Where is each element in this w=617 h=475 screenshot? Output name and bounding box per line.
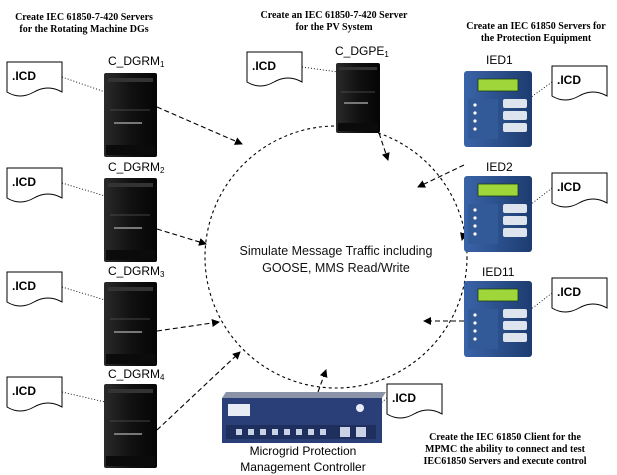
header-pv-system: Create an IEC 61850-7-420 Server for the… [244,10,424,34]
header-client: Create the IEC 61850 Client for the MPMC… [398,432,612,468]
controller-label-line: Management Controller [240,460,366,474]
ied-label-1: IED1 [486,53,513,67]
header-line: for the PV System [295,22,373,33]
simulation-caption: Simulate Message Traffic including GOOSE… [226,243,446,277]
header-line: Create the IEC 61850 Client for the [429,432,581,443]
icd-file-dgrm1: .ICD [6,61,63,97]
header-line: Create an IEC 61850-7-420 Server [260,10,408,21]
icd-label: .ICD [12,69,36,83]
icd-file-dgpe: .ICD [246,51,303,87]
traffic-arrows [156,106,468,431]
relay-ied1 [464,71,532,147]
icd-label: .ICD [557,73,581,87]
icd-file-ied11: .ICD [551,277,608,313]
computer-label-dgpe: C_DGPE1 [335,44,389,59]
icd-file-ied2: .ICD [551,172,608,208]
caption-line: Simulate Message Traffic including [239,244,433,258]
computer-tower-dgrm1 [104,73,157,157]
icd-file-ied1: .ICD [551,65,608,101]
icd-file-dgrm3: .ICD [6,271,63,307]
header-line: the Protection Equipment [480,33,592,44]
ied-label-11: IED11 [482,265,515,279]
header-line: MPMC the ability to connect and test [425,444,585,455]
relay-ied11 [464,281,532,357]
controller-label: Microgrid Protection Management Controll… [228,443,378,475]
computer-tower-dgrm2 [104,178,157,262]
icd-label: .ICD [12,175,36,189]
caption-line: GOOSE, MMS Read/Write [262,261,410,275]
computer-label-dgrm3: C_DGRM3 [108,264,165,279]
computer-label-dgrm1: C_DGRM1 [108,54,165,69]
header-line: for the Rotating Machine DGs [19,24,149,35]
icd-label: .ICD [557,180,581,194]
controller-device [222,392,386,443]
computer-label-dgrm4: C_DGRM4 [108,367,165,382]
icd-file-controller: .ICD [386,383,443,419]
header-line: IEC61850 Servers and execute control [423,456,587,467]
header-rotating-machines: Create IEC 61850-7-420 Servers for the R… [4,12,164,36]
controller-label-line: Microgrid Protection [249,444,357,458]
computer-label-dgrm2: C_DGRM2 [108,160,165,175]
computer-tower-dgrm4 [104,384,157,468]
header-line: Create IEC 61850-7-420 Servers [15,12,153,23]
icd-file-dgrm2: .ICD [6,167,63,203]
computer-tower-dgpe [336,63,380,133]
icd-label: .ICD [12,384,36,398]
simulation-circle [204,125,468,389]
icd-label: .ICD [557,285,581,299]
icd-label: .ICD [392,391,416,405]
relay-ied2 [464,176,532,252]
computer-tower-dgrm3 [104,282,157,366]
icd-label: .ICD [12,279,36,293]
header-line: Create an IEC 61850 Servers for [466,21,606,32]
icd-file-dgrm4: .ICD [6,376,63,412]
header-protection-equipment: Create an IEC 61850 Servers for the Prot… [458,21,614,45]
ied-label-2: IED2 [486,160,513,174]
icd-label: .ICD [252,59,276,73]
